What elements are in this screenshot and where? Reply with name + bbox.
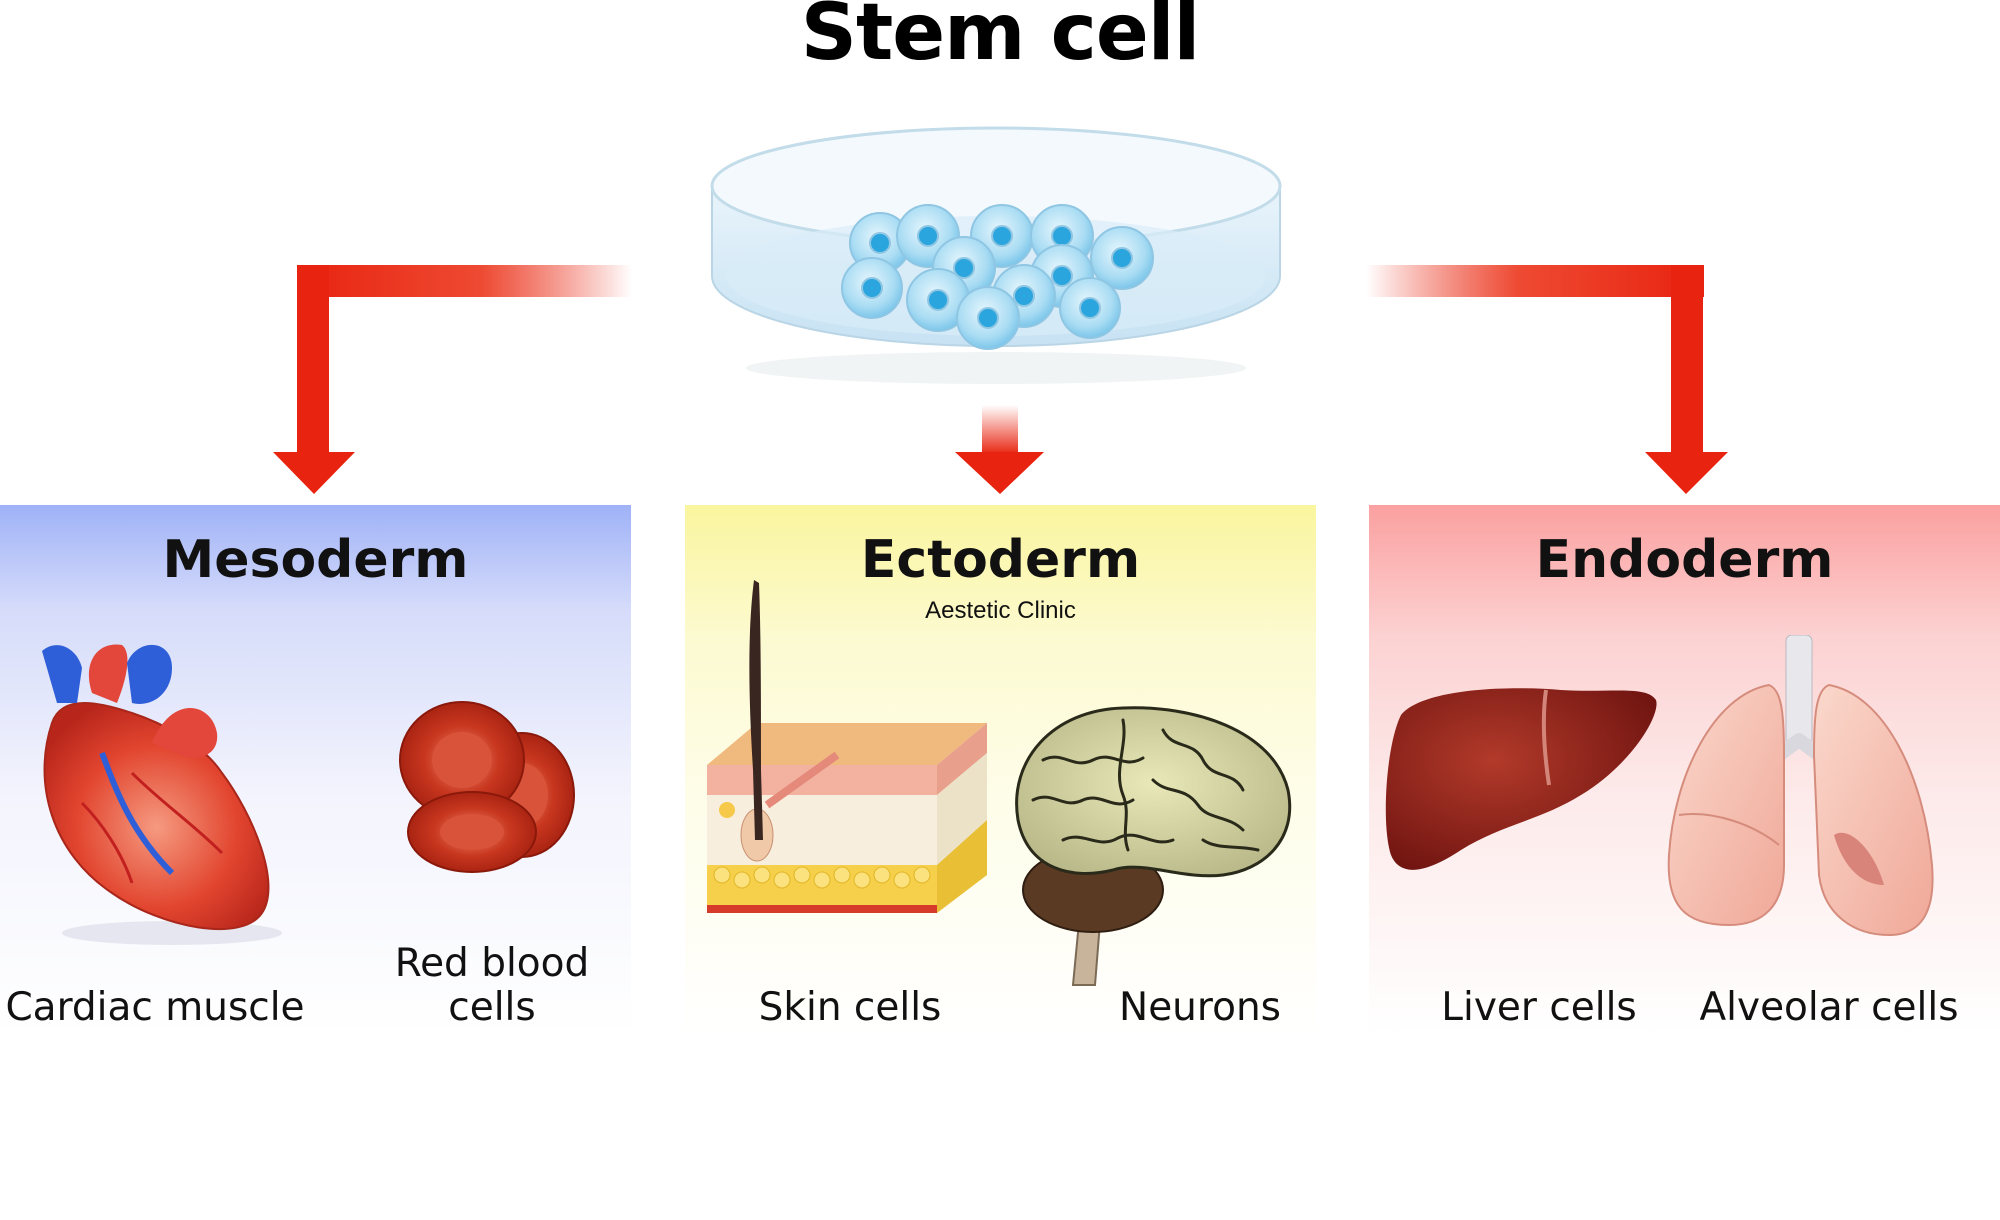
liver-cells-label: Liver cells xyxy=(1441,985,1637,1030)
red-blood-cells-label-line2: cells xyxy=(448,985,536,1030)
cardiac-muscle-label: Cardiac muscle xyxy=(5,985,305,1030)
ectoderm-subtitle: Aestetic Clinic xyxy=(925,597,1076,624)
diagram-title: Stem cell xyxy=(800,0,1200,78)
brain-icon xyxy=(1015,706,1292,986)
ectoderm-panel: Ectoderm Aestetic Clinic xyxy=(685,505,1316,1035)
red-blood-cells-icon xyxy=(399,701,575,873)
petri-dish-icon xyxy=(710,126,1282,384)
endoderm-panel: Endoderm Liver cells Alveolar cells xyxy=(1369,505,2000,1035)
ectoderm-title: Ectoderm xyxy=(860,530,1141,590)
arrow-to-mesoderm xyxy=(273,265,632,494)
mesoderm-title: Mesoderm xyxy=(162,530,469,590)
arrow-to-ectoderm xyxy=(955,405,1044,494)
skin-cross-section-icon xyxy=(707,580,987,913)
mesoderm-panel: Mesoderm xyxy=(0,505,631,1035)
red-blood-cells-label-line1: Red blood xyxy=(394,941,590,986)
skin-cells-label: Skin cells xyxy=(758,985,942,1030)
liver-icon xyxy=(1385,688,1657,870)
arrow-to-endoderm xyxy=(1366,265,1728,494)
neurons-label: Neurons xyxy=(1119,985,1281,1030)
differentiation-arrows xyxy=(273,265,1728,494)
stem-cells xyxy=(841,204,1154,350)
endoderm-title: Endoderm xyxy=(1535,530,1834,590)
heart-icon xyxy=(42,644,282,945)
lungs-icon xyxy=(1667,635,1934,937)
alveolar-cells-label: Alveolar cells xyxy=(1699,985,1959,1030)
